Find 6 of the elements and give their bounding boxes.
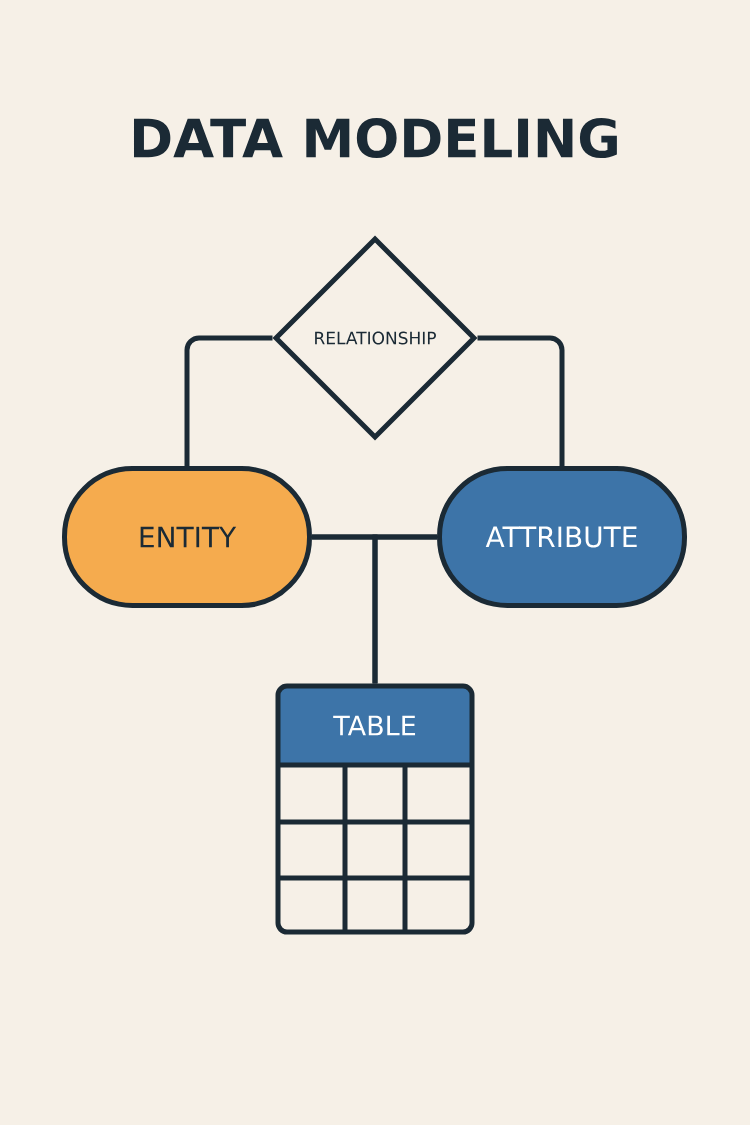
connector-line	[184, 335, 273, 466]
connector-line	[372, 534, 437, 684]
connector-line	[477, 335, 565, 466]
table-drawing: TABLE	[275, 683, 475, 935]
process-box: ATTRIBUTE	[437, 466, 687, 608]
title: DATA MODELING	[134, 117, 617, 159]
